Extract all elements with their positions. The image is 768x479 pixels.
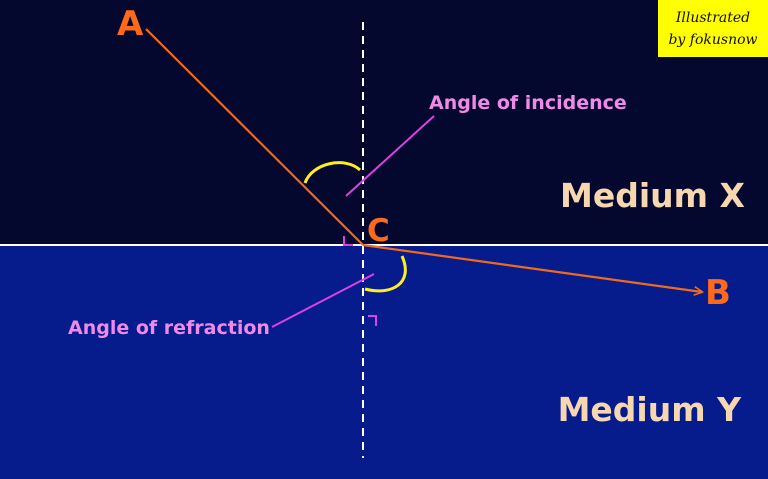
credit-box (658, 0, 768, 57)
incidence-pointer-line (345, 115, 435, 197)
credit-line-1: Illustrated (675, 10, 750, 26)
medium-y-label: Medium Y (558, 390, 743, 429)
point-c-label: C (367, 213, 390, 249)
point-a-label: A (117, 4, 144, 44)
angle-refraction-arc (364, 255, 407, 293)
incident-ray (145, 28, 364, 246)
right-angle-marker-top (343, 236, 353, 246)
medium-x-region (0, 0, 768, 245)
refraction-pointer-line (271, 273, 375, 328)
angle-incidence-arc (303, 161, 362, 184)
angle-refraction-label: Angle of refraction (68, 317, 270, 339)
medium-y-region (0, 245, 768, 479)
right-angle-marker-bottom (368, 315, 377, 326)
medium-x-label: Medium X (560, 176, 745, 215)
point-b-label: B (705, 273, 731, 313)
refracted-ray (362, 243, 702, 292)
credit-line-2: by fokusnow (668, 32, 757, 48)
angle-incidence-label: Angle of incidence (429, 92, 627, 114)
